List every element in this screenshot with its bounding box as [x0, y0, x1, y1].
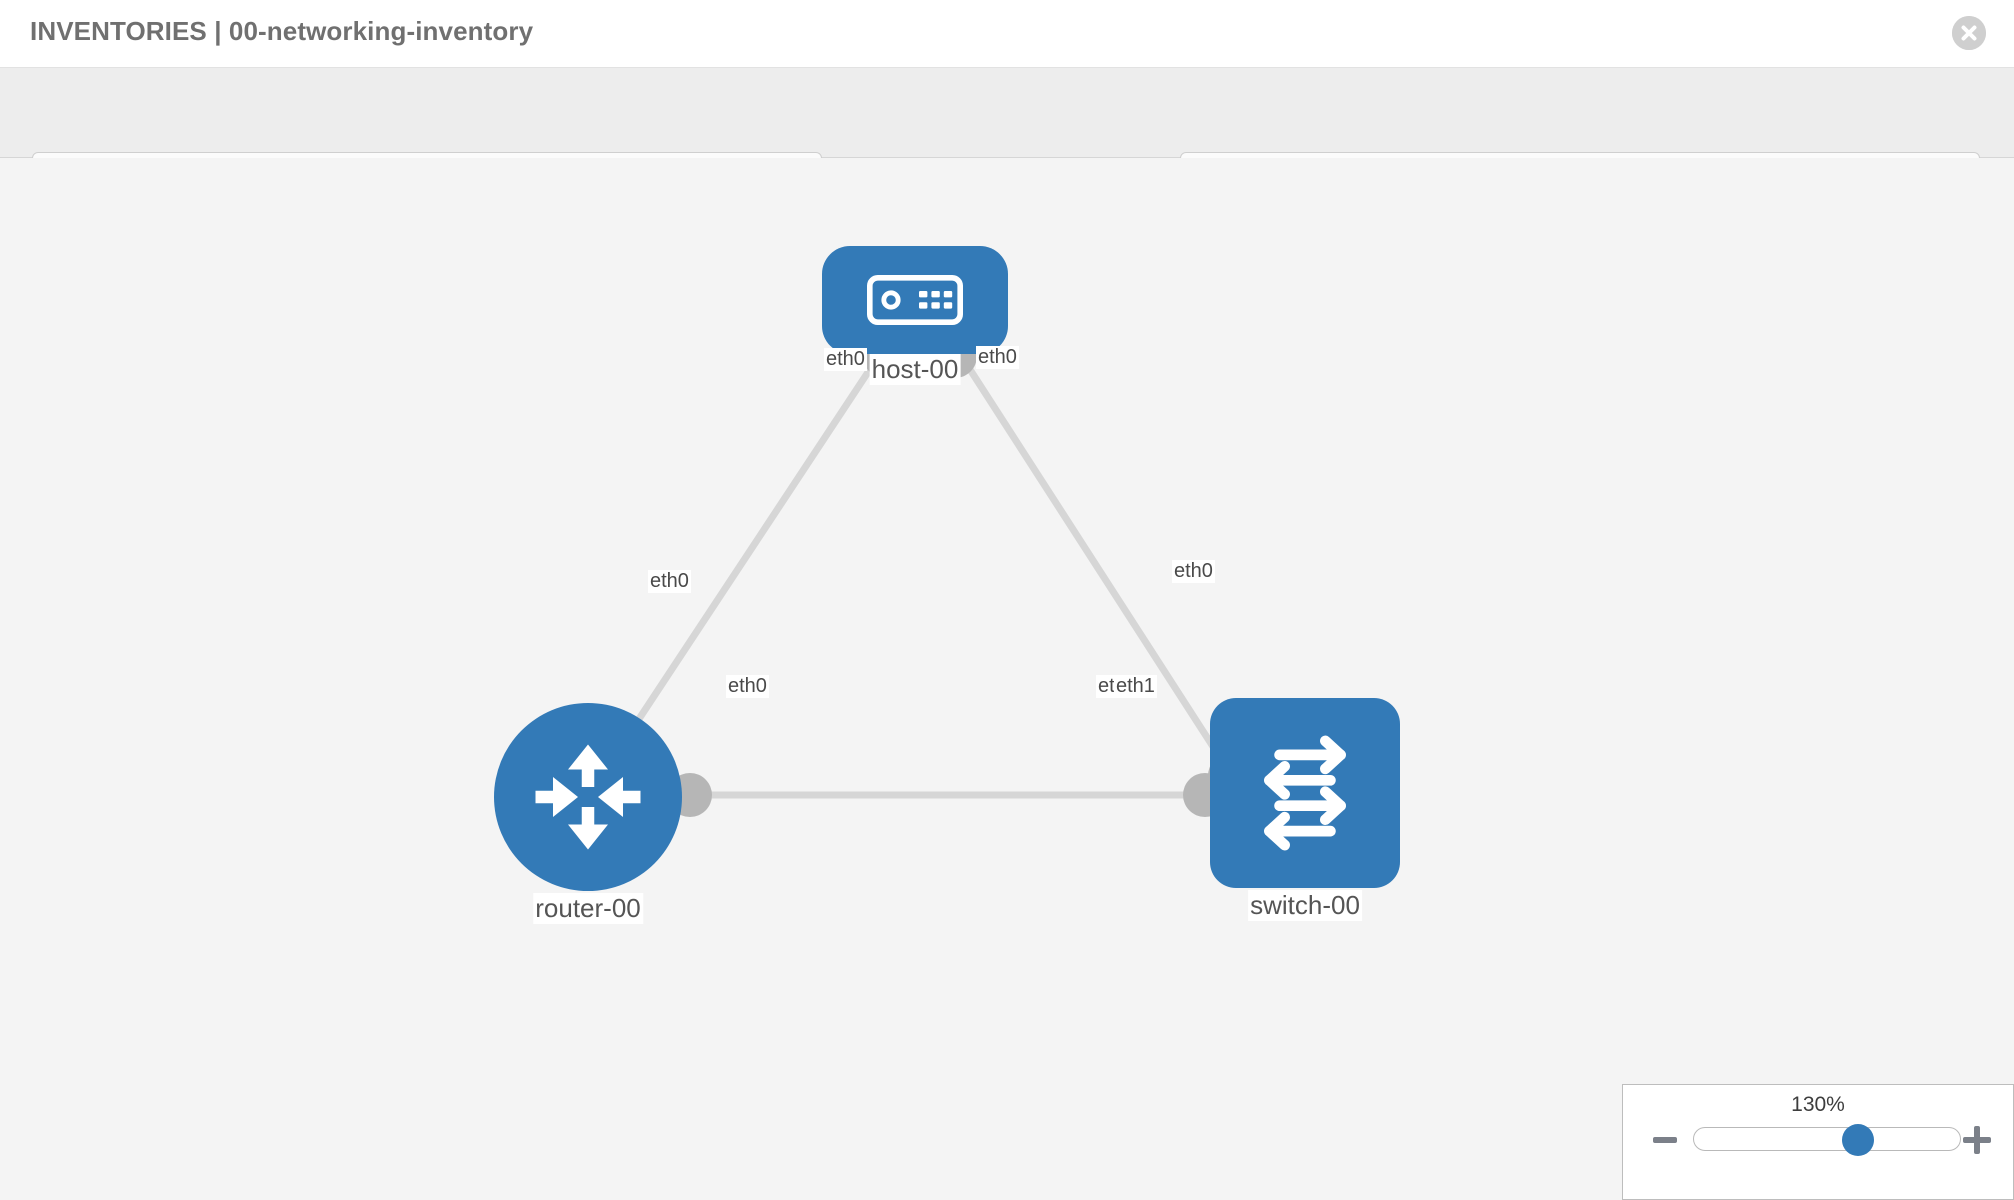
switch-node-shape	[1210, 698, 1400, 888]
topology-node-router-00[interactable]: router-00	[494, 703, 682, 924]
node-label-router-00: router-00	[533, 893, 643, 924]
router-node-shape	[494, 703, 682, 891]
link-host00-router00	[597, 352, 883, 780]
toolbar: ACTIONS SEARCH	[0, 68, 2014, 204]
swap-arrows-icon	[1264, 735, 1346, 851]
page-header: INVENTORIES | 00-networking-inventory	[0, 0, 2014, 68]
zoom-slider[interactable]	[1693, 1124, 1961, 1156]
edge-label: eth0	[726, 675, 769, 698]
page-title: INVENTORIES | 00-networking-inventory	[30, 16, 534, 46]
topology-node-switch-00[interactable]: switch-00	[1210, 698, 1400, 921]
link-group	[597, 352, 1233, 799]
topology-node-host-00[interactable]: host-00	[822, 246, 1008, 385]
link-host00-switch00	[957, 352, 1233, 775]
node-label-host-00: host-00	[869, 354, 961, 385]
four-arrows-icon	[535, 744, 641, 850]
interface-connectors	[668, 334, 1256, 817]
edge-label: eth0	[824, 348, 867, 371]
minus-icon[interactable]	[1653, 1137, 1677, 1143]
edge-label: eth1	[1114, 675, 1157, 698]
host-node-shape	[822, 246, 1008, 354]
edge-label: eth0	[976, 346, 1019, 369]
edge-label: eth0	[1172, 560, 1215, 583]
plus-icon[interactable]	[1963, 1126, 1991, 1154]
topology-canvas[interactable]: host-00 router-00	[0, 158, 2014, 1200]
zoom-level-label: 130%	[1791, 1093, 1845, 1116]
node-label-switch-00: switch-00	[1248, 890, 1362, 921]
zoom-control-panel: 130%	[1622, 1084, 2014, 1200]
edge-label: eth0	[648, 570, 691, 593]
server-icon	[867, 275, 963, 325]
close-icon[interactable]	[1952, 16, 1986, 50]
zoom-slider-thumb[interactable]	[1842, 1124, 1874, 1156]
